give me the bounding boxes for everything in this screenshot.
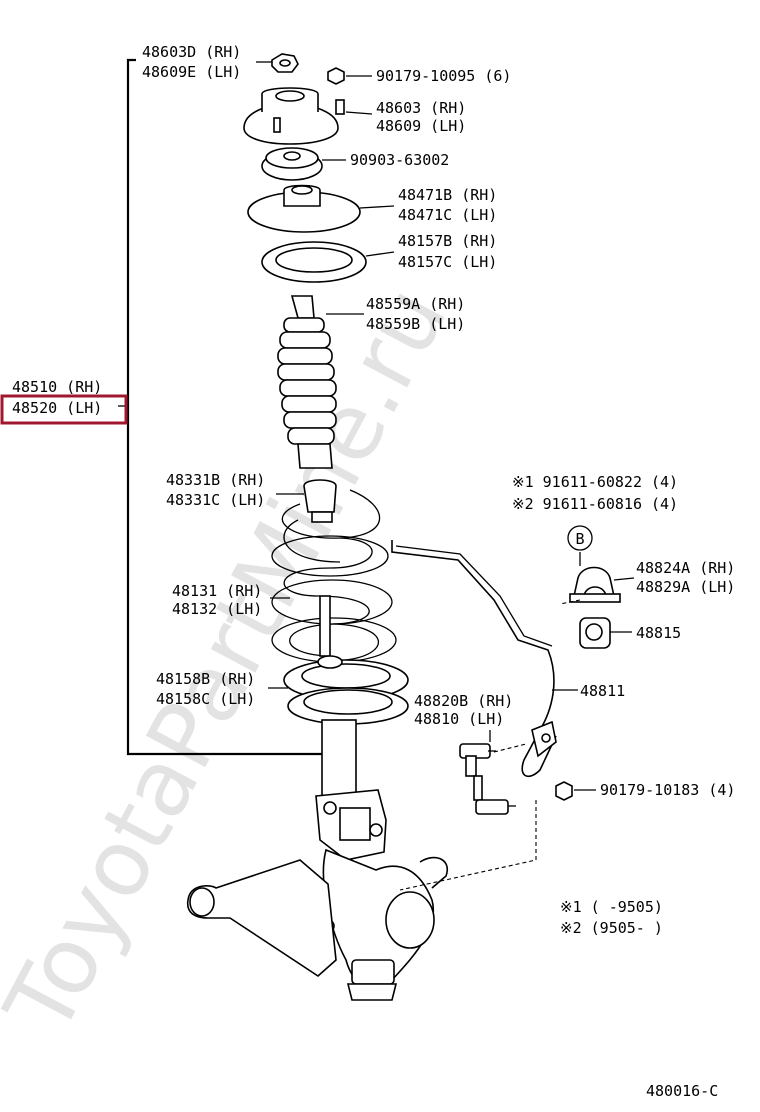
guide-link-upper	[493, 743, 527, 753]
label-bolt-2[interactable]: ※2 91611-60816 (4)	[512, 495, 678, 513]
diagram-code: 480016-C	[646, 1082, 718, 1100]
part-suspension-support[interactable]	[243, 87, 345, 145]
part-lower-arm[interactable]	[186, 859, 337, 978]
label-upper-nut-rh[interactable]: 48603D (RH)	[142, 43, 241, 61]
label-boot-lh[interactable]: 48559B (LH)	[366, 315, 465, 333]
part-piston-rod[interactable]	[319, 595, 331, 657]
callout-b-label: B	[575, 530, 584, 548]
label-boot-rh[interactable]: 48559A (RH)	[366, 295, 465, 313]
note-1: ※1 ( -9505)	[560, 898, 663, 916]
label-bumper-rh[interactable]: 48331B (RH)	[166, 471, 265, 489]
label-lower-insulator-rh[interactable]: 48158B (RH)	[156, 670, 255, 688]
part-strut-tube[interactable]	[321, 719, 357, 803]
label-support-rh[interactable]: 48603 (RH)	[376, 99, 466, 117]
part-strut-bracket[interactable]	[315, 789, 387, 861]
label-support-lh[interactable]: 48609 (LH)	[376, 117, 466, 135]
label-bearing[interactable]: 90903-63002	[350, 151, 449, 169]
part-nut-90179[interactable]	[327, 67, 345, 85]
label-nut-lower[interactable]: 90179-10183 (4)	[600, 781, 735, 799]
label-spring-lh[interactable]: 48132 (LH)	[172, 600, 262, 618]
label-bolt-1[interactable]: ※1 91611-60822 (4)	[512, 473, 678, 491]
part-link[interactable]	[459, 743, 516, 815]
label-insulator-rh[interactable]: 48157B (RH)	[398, 232, 497, 250]
part-upper-seat[interactable]	[247, 184, 361, 233]
label-link-rh[interactable]: 48820B (RH)	[414, 692, 513, 710]
label-link-lh[interactable]: 48810 (LH)	[414, 710, 504, 728]
part-ball-joint[interactable]	[346, 959, 398, 1001]
leader-lines	[256, 61, 635, 791]
label-strut-rh[interactable]: 48510 (RH)	[12, 378, 102, 396]
label-bumper-lh[interactable]: 48331C (LH)	[166, 491, 265, 509]
part-lower-seat[interactable]	[287, 687, 409, 725]
part-steering-knuckle[interactable]	[321, 848, 449, 992]
label-spring-rh[interactable]: 48131 (RH)	[172, 582, 262, 600]
part-stabilizer-end[interactable]	[531, 720, 557, 758]
label-upper-seat-lh[interactable]: 48471C (LH)	[398, 206, 497, 224]
part-bushing-48815[interactable]	[579, 617, 611, 649]
part-bump-stopper[interactable]	[303, 479, 337, 523]
part-stabilizer-bar[interactable]	[391, 540, 557, 778]
highlight-strut-lh	[0, 394, 128, 425]
part-bearing[interactable]	[261, 147, 323, 181]
label-bracket-rh[interactable]: 48824A (RH)	[636, 559, 735, 577]
label-lower-insulator-lh[interactable]: 48158C (LH)	[156, 690, 255, 708]
label-upper-nut-lh[interactable]: 48609E (LH)	[142, 63, 241, 81]
label-stabilizer-bar[interactable]: 48811	[580, 682, 625, 700]
part-upper-nut[interactable]	[271, 53, 299, 73]
part-coil-spring[interactable]	[271, 489, 397, 663]
label-strut-lh[interactable]: 48520 (LH)	[12, 399, 102, 417]
part-boot[interactable]	[277, 295, 337, 469]
part-upper-insulator[interactable]	[261, 241, 367, 283]
part-bracket-48824[interactable]	[569, 566, 621, 603]
label-bushing[interactable]: 48815	[636, 624, 681, 642]
label-nut-90179[interactable]: 90179-10095 (6)	[376, 67, 511, 85]
part-nut-90179-lower[interactable]	[555, 781, 573, 801]
callout-b[interactable]: B	[567, 525, 593, 551]
label-bracket-lh[interactable]: 48829A (LH)	[636, 578, 735, 596]
label-insulator-lh[interactable]: 48157C (LH)	[398, 253, 497, 271]
label-upper-seat-rh[interactable]: 48471B (RH)	[398, 186, 497, 204]
part-labels: 48603D (RH) 48609E (LH) 90179-10095 (6) …	[0, 43, 735, 1100]
guide-link-lower	[399, 800, 537, 891]
note-2: ※2 (9505- )	[560, 919, 663, 937]
guide-bracket	[559, 599, 581, 605]
